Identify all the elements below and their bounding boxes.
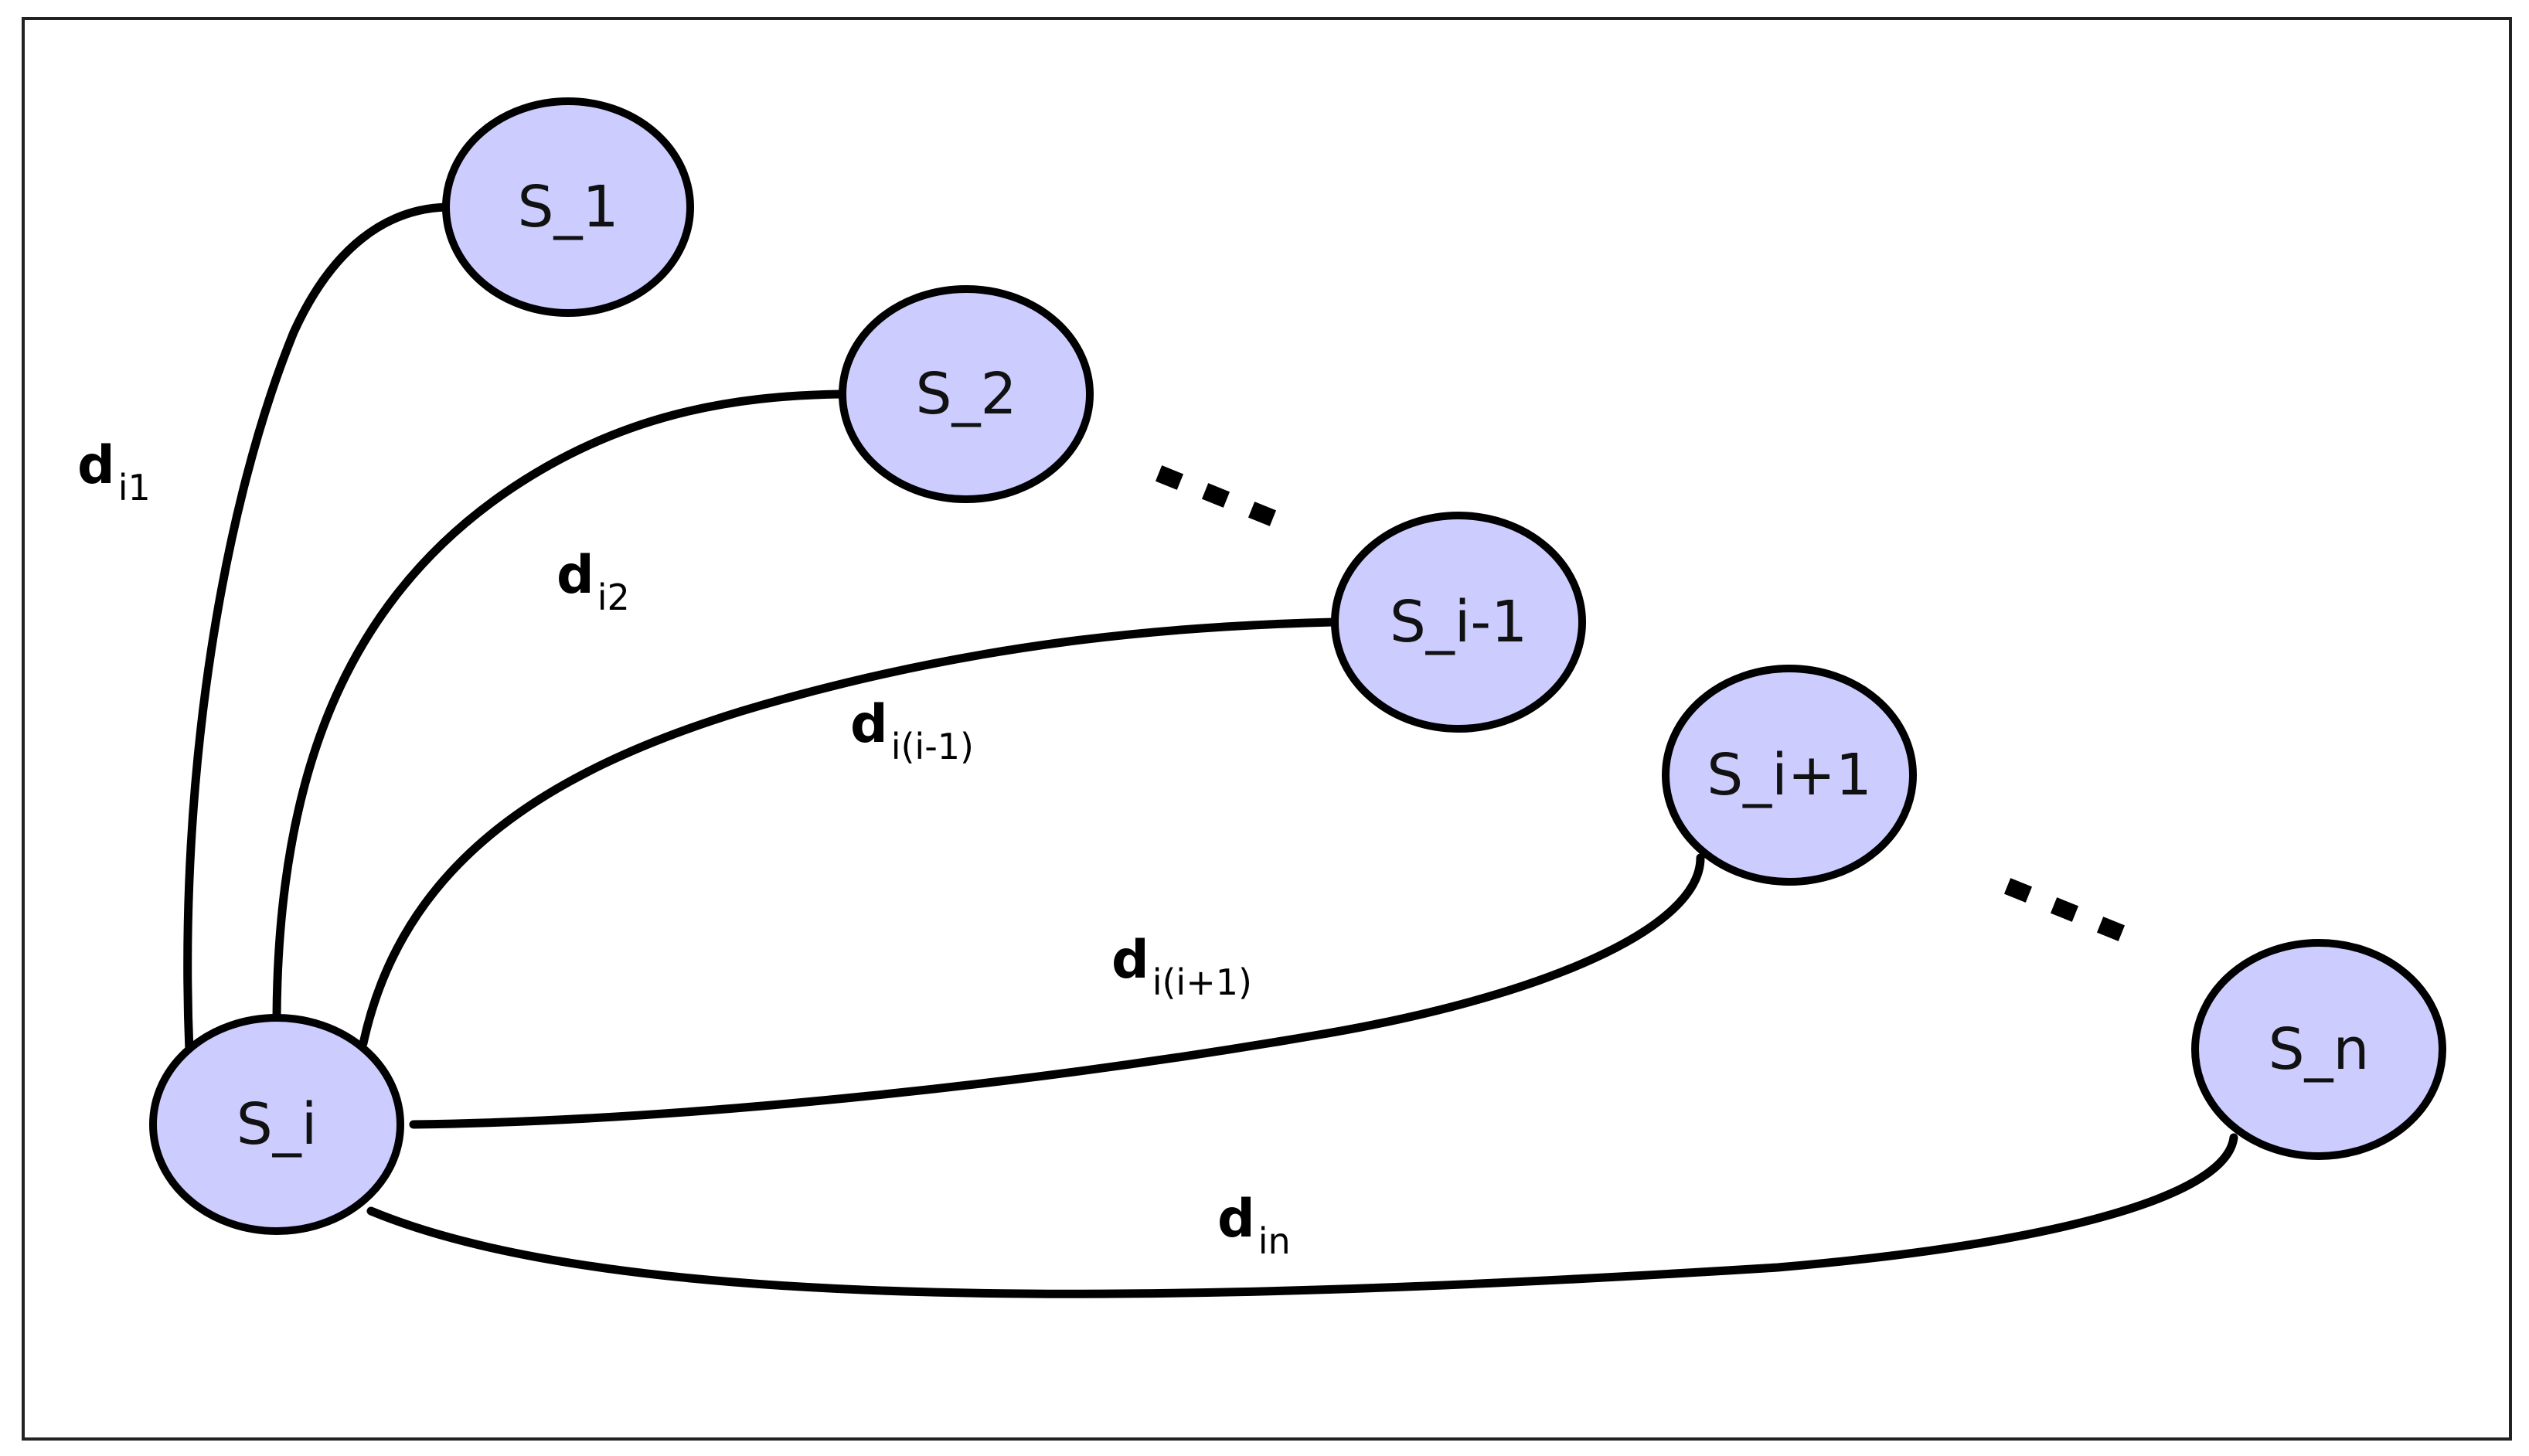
node-si-plus-1-shape <box>1662 665 1917 886</box>
edge-label-d-i2-sub: i2 <box>597 577 630 618</box>
edge-label-d-in-main: d <box>1217 1189 1255 1250</box>
node-si-plus-1-label: S_i+1 <box>1707 742 1872 808</box>
edge-label-d-i1-sub: i1 <box>118 467 151 509</box>
node-si: S_i <box>149 1014 404 1235</box>
edge-si-si-plus-1 <box>409 853 1705 1129</box>
node-s1: S_1 <box>442 97 694 317</box>
node-si-label: S_i <box>237 1091 318 1158</box>
edge-label-d-i2-main: d <box>557 545 594 606</box>
node-si-minus-1-shape <box>1331 512 1586 733</box>
ellipsis-dots-upper <box>1155 465 1277 526</box>
edge-label-d-i-ip1-sub: i(i+1) <box>1152 961 1252 1003</box>
node-si-plus-1: S_i+1 <box>1662 665 1917 886</box>
node-s1-label: S_1 <box>517 174 618 240</box>
edge-label-d-in-sub: in <box>1258 1220 1291 1262</box>
edge-si-sn <box>366 1133 2238 1298</box>
node-si-minus-1-label: S_i-1 <box>1390 589 1527 655</box>
ellipsis-dots-lower <box>2003 878 2126 941</box>
node-sn-shape <box>2191 939 2446 1160</box>
node-si-shape <box>149 1014 404 1235</box>
edge-si-s2 <box>272 390 846 1021</box>
node-si-minus-1: S_i-1 <box>1331 512 1586 733</box>
edge-label-d-i1: di1 <box>77 435 151 509</box>
edge-label-d-i-ip1: di(i+1) <box>1111 930 1252 1003</box>
edge-label-d-i-im1-main: d <box>850 694 888 755</box>
diagram-frame <box>22 17 2512 1441</box>
edge-label-d-i2: di2 <box>557 545 630 618</box>
edge-label-d-i1-main: d <box>77 435 115 496</box>
edge-label-d-i-ip1-main: d <box>1111 930 1149 991</box>
edge-label-d-i-im1: di(i-1) <box>850 694 974 767</box>
node-s2-shape <box>839 285 1094 503</box>
node-sn-label: S_n <box>2269 1016 2370 1083</box>
edge-si-si-minus-1 <box>359 617 1338 1048</box>
node-sn: S_n <box>2191 939 2446 1160</box>
edge-si-s1 <box>183 202 451 1056</box>
edge-label-d-in: din <box>1217 1189 1291 1262</box>
node-s2-label: S_2 <box>915 361 1016 427</box>
edge-label-d-i-im1-sub: i(i-1) <box>891 726 974 767</box>
node-s2: S_2 <box>839 285 1094 503</box>
node-s1-shape <box>442 97 694 317</box>
